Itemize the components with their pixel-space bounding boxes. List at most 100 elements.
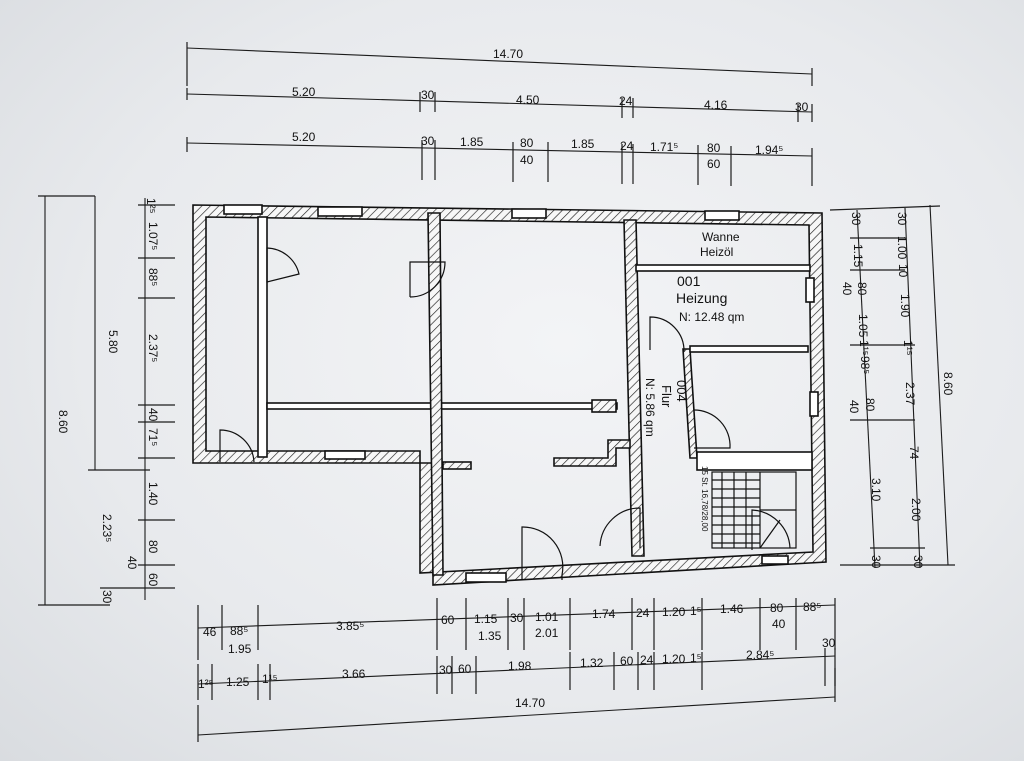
right-dim-i6: 1¹⁵ [857,340,871,356]
bottom-dim-sub-c: 2.01 [535,626,559,640]
bottom-dim-r2-a: 1²⁵ [198,677,214,691]
top-dim-r2-f: 30 [795,100,809,114]
top-dim-r3-f: 1.85 [571,137,595,151]
doors [219,247,791,580]
bottom-dim-r2-f: 60 [458,662,472,676]
right-dim-m5: 1¹⁵ [901,340,915,356]
flur-area: N: 5.86 qm [643,378,657,437]
storage-label-1: Wanne [702,230,740,244]
bottom-dim-r2-k: 1.20 [662,652,686,666]
window-4 [704,210,740,221]
door-swing-8 [751,509,791,550]
bottom-dim-overall: 14.70 [515,696,545,710]
heizung-number: 001 [677,273,701,289]
bottom-dim-r2-g: 1.98 [508,659,532,673]
storage-partition [635,264,811,272]
bottom-dim-r2-l: 1⁵ [690,651,702,665]
top-dim-r2-b: 30 [421,88,435,102]
bottom-dim-r1-e: 1.15 [474,612,498,626]
left-dim-8: 2.23⁵ [100,514,114,542]
right-dim-i2: 1.15 [851,244,865,268]
heizung-south-wall [689,345,809,353]
right-dim-i4: 80 [855,282,869,296]
left-dim-3: 88⁵ [146,268,160,286]
building-walls [192,204,827,586]
window-6 [809,391,819,417]
bottom-dim-r2-n: 30 [822,636,836,650]
chimney-block [591,399,617,413]
heizung-name: Heizung [676,290,727,306]
right-dim-m10: 30 [869,555,883,569]
left-dim-2: 1.07⁵ [146,222,160,250]
bottom-dim-r2-d: 3.66 [342,667,366,681]
top-dim-r3-g: 24 [620,139,634,153]
bottom-dim-r1-a: 46 [203,625,217,639]
right-dim-i7: 98⁵ [858,356,872,374]
top-dim-r3-d: 80 [520,136,534,150]
right-dim-i5: 1.05 [856,314,870,338]
left-dim-4: 2.37⁵ [146,334,160,362]
top-dim-r2-d: 24 [619,94,633,108]
window-8 [761,555,789,565]
top-dim-r3-j: 60 [707,157,721,171]
bottom-dim-r2-b: 1.25 [226,675,250,689]
stair-note: 15 St. 16,78/28,00 [700,466,709,532]
right-dim-m6: 2.37 [903,382,917,406]
top-dim-r3-b: 30 [421,134,435,148]
left-dim-9: 80 [146,540,160,554]
inner-stub-wall [553,439,631,467]
right-dim-m4: 1.90 [898,294,912,318]
right-dim-i9: 80 [863,398,877,412]
bottom-dim-r1-n: 88⁵ [803,600,821,614]
window-1 [223,204,263,215]
window-2 [317,206,363,217]
top-dim-overall: 14.70 [493,47,523,61]
bottom-dim-r1-m: 80 [770,601,784,615]
door-swing-1 [266,247,300,283]
room-labels: Wanne Heizöl 001 Heizung N: 12.48 qm 004… [643,230,744,437]
bottom-dim-sub-b: 1.35 [478,629,502,643]
bottom-dim-r2-h: 1.32 [580,656,604,670]
left-partition-wall [257,216,268,458]
outer-wall [192,204,827,586]
flur-number: 004 [674,380,689,402]
bottom-dim-sub-d: 40 [772,617,786,631]
door-swing-5 [599,507,641,548]
bottom-dim-r1-l: 1.46 [720,602,744,616]
bottom-dim-r2-m: 2.84⁵ [746,648,774,662]
right-dim-overall: 8.60 [941,372,955,396]
bottom-dim-r2-e: 30 [439,663,453,677]
left-dim-11: 60 [146,573,160,587]
left-dim-5: 40 [146,408,160,422]
top-dim-r3-k: 1.94⁵ [755,143,783,157]
bottom-dim-r2-i: 60 [620,654,634,668]
top-dim-r3-h: 1.71⁵ [650,140,678,154]
door-swing-2 [409,261,446,298]
left-dim-middle: 5.80 [106,330,120,354]
top-dim-r2-c: 4.50 [516,93,540,107]
left-dim-1: 1²⁵ [144,198,158,214]
right-dim-m1: 30 [895,212,909,226]
bottom-dim-r1-d: 60 [441,613,455,627]
right-dim-m11: 30 [911,555,925,569]
central-wall-left [427,212,444,576]
bottom-dim-r1-b: 88⁵ [230,624,248,638]
door-swing-7 [693,409,731,449]
inner-stub-small [442,461,472,470]
right-dimension-chains: 30 1.15 40 80 1.05 1¹⁵ 98⁵ 40 80 30 1.00… [829,204,955,569]
staircase: 15 St. 16,78/28,00 [700,466,797,549]
left-dim-12: 30 [100,590,114,604]
window-7 [465,572,507,583]
left-dim-7: 1.40 [146,482,160,506]
bottom-dim-r1-i: 24 [636,606,650,620]
bottom-dim-r1-g: 1.01 [535,610,559,624]
door-swing-3 [219,429,255,463]
window-9 [324,450,366,460]
top-dim-r3-i: 80 [707,141,721,155]
right-dim-i8: 40 [847,400,861,414]
window-5 [805,277,815,303]
right-dim-m7: 74 [907,446,921,460]
right-dim-i3: 40 [840,282,854,296]
